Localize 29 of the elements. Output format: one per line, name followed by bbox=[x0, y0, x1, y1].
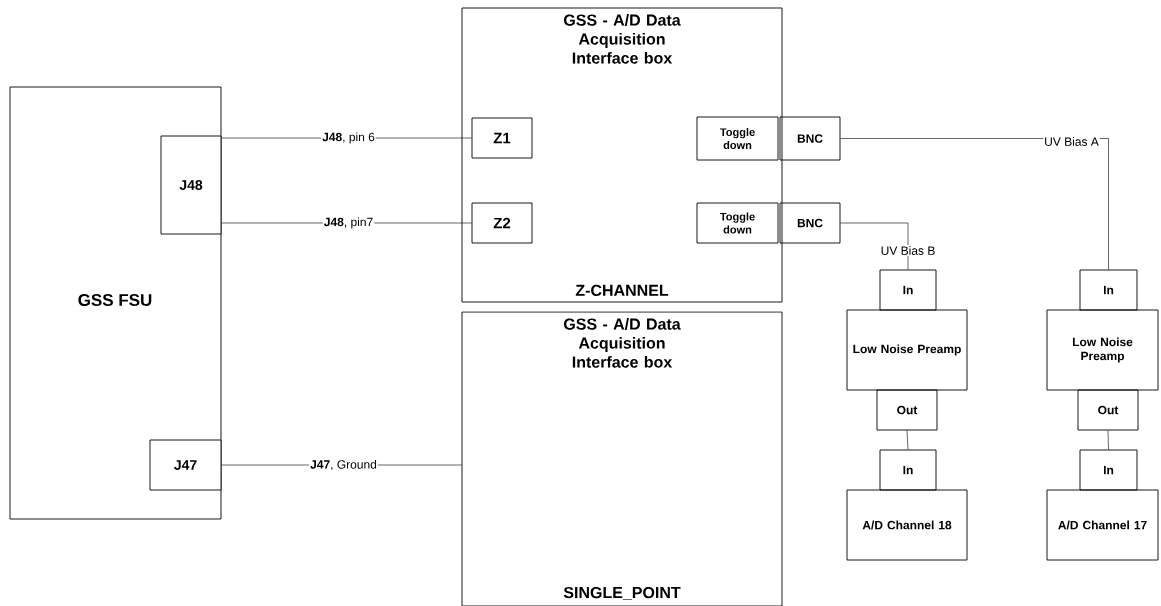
channel-box: Z1 bbox=[471, 117, 533, 159]
port-box: In bbox=[1079, 269, 1138, 311]
connector-line bbox=[1107, 430, 1109, 450]
connector-box: J47 bbox=[149, 439, 222, 491]
connector-line bbox=[840, 222, 909, 270]
connector-line bbox=[221, 222, 472, 224]
edge-label: UV Bias B bbox=[879, 245, 937, 256]
preamp-box: Low Noise Preamp bbox=[846, 309, 968, 391]
edge-label: J47, Ground bbox=[309, 458, 378, 472]
edge-label: UV Bias A bbox=[1043, 136, 1100, 147]
port-box: In bbox=[879, 269, 937, 311]
channel-box: A/D Channel 18 bbox=[846, 489, 968, 561]
port-box: Out bbox=[876, 389, 938, 431]
interface-box: GSS - A/D Data Acquisition Interface box SINGLE_POINT bbox=[461, 311, 783, 606]
channel-box: Z2 bbox=[471, 202, 533, 244]
edge-label: J48, pin 6 bbox=[321, 131, 376, 145]
switch-box: Toggle down bbox=[696, 202, 779, 244]
edge-label: J48, pin7 bbox=[322, 216, 375, 230]
connector-line bbox=[221, 137, 472, 139]
port-box: In bbox=[879, 449, 937, 491]
connector-box: J48 bbox=[160, 135, 222, 235]
connector-box: BNC bbox=[779, 116, 841, 161]
connector-box: BNC bbox=[779, 202, 841, 244]
connector-line bbox=[906, 430, 909, 450]
port-box: In bbox=[1079, 449, 1138, 491]
preamp-box: Low Noise Preamp bbox=[1046, 309, 1159, 391]
channel-box: A/D Channel 17 bbox=[1046, 489, 1159, 561]
port-box: Out bbox=[1077, 389, 1139, 431]
switch-box: Toggle down bbox=[696, 116, 779, 161]
